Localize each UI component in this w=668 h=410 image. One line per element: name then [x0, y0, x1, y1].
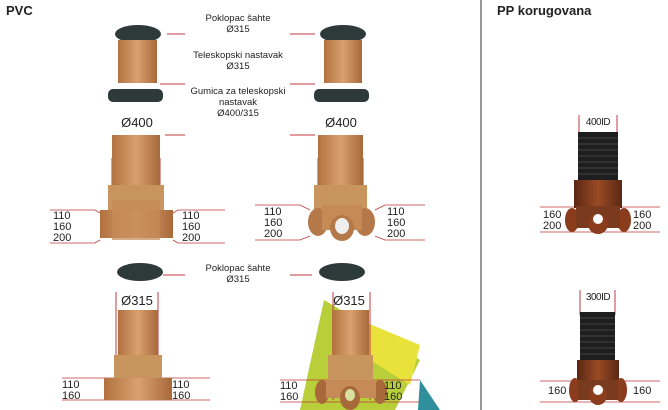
pvc-chamber-400-left [100, 25, 173, 240]
diameter-400-left: Ø400 [121, 115, 153, 130]
diameter-pp-400: 400ID [585, 117, 611, 128]
decor-teal [418, 380, 440, 410]
inlets-pp-left-2: 160 [548, 385, 567, 397]
pp-chamber-300 [569, 312, 627, 405]
inlets-pp-right-2: 160 [633, 385, 652, 397]
pvc-chamber-400-right [308, 25, 375, 241]
pp-chamber-400 [565, 132, 631, 234]
pvc-chamber-315-right [315, 263, 387, 410]
decor-yellow [360, 320, 420, 385]
section-title-pp: PP korugovana [497, 3, 592, 18]
pvc-chamber-315-left [104, 263, 172, 400]
section-title-pvc: PVC [6, 3, 33, 18]
diameter-pp-300: 300ID [585, 292, 611, 303]
diameter-400-right: Ø400 [325, 115, 357, 130]
diameter-315-right: Ø315 [333, 293, 365, 308]
diameter-315-left: Ø315 [121, 293, 153, 308]
